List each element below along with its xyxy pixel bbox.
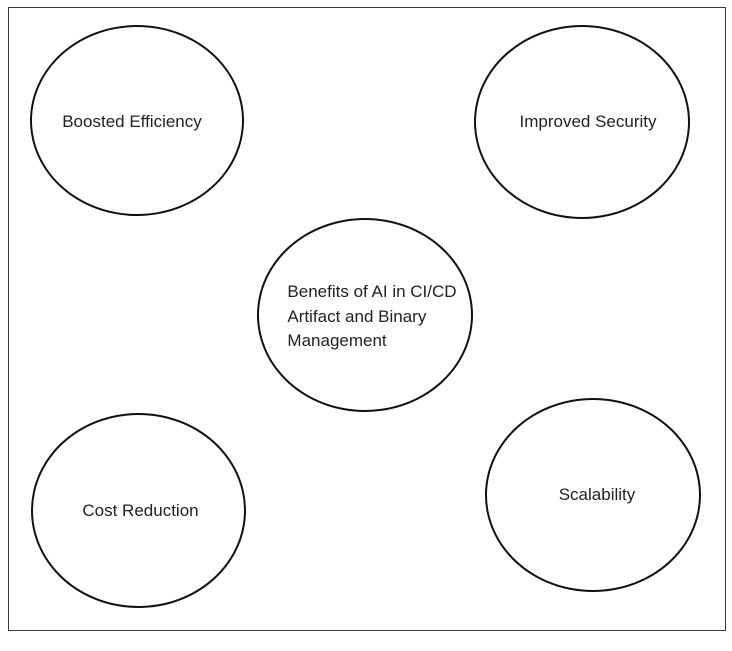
benefit-node-improved-security: Improved Security — [474, 25, 690, 219]
central-topic-node: Benefits of AI in CI/CD Artifact and Bin… — [257, 218, 473, 412]
benefit-node-cost-reduction: Cost Reduction — [31, 413, 246, 608]
benefit-label: Cost Reduction — [82, 501, 199, 521]
benefit-node-boosted-efficiency: Boosted Efficiency — [30, 25, 244, 216]
benefit-label: Boosted Efficiency — [62, 112, 202, 132]
benefit-label: Scalability — [558, 484, 636, 504]
benefit-node-scalability: Scalability — [485, 398, 701, 592]
benefit-label: Improved Security — [519, 111, 657, 131]
central-topic-label: Benefits of AI in CI/CD Artifact and Bin… — [287, 282, 457, 351]
